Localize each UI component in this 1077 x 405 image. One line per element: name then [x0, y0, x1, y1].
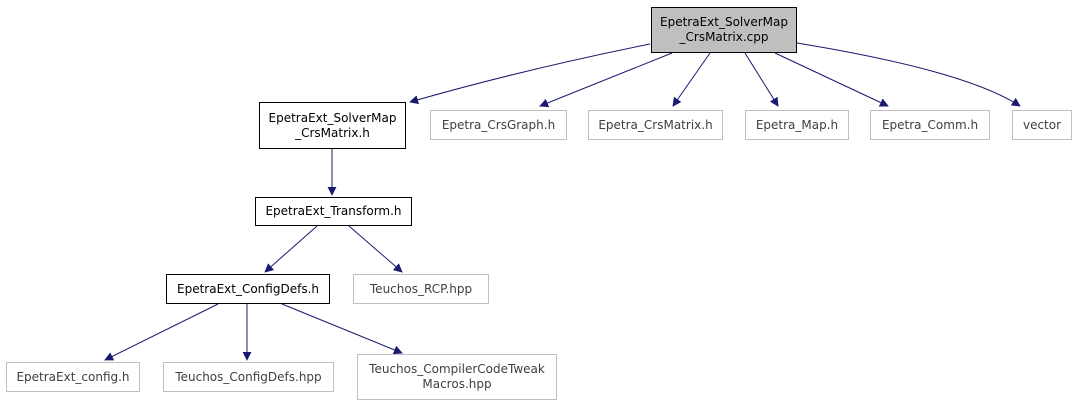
- node-solvermap-crsmatrix-cpp: EpetraExt_SolverMap _CrsMatrix.cpp: [651, 7, 797, 53]
- edge-transform-to-teuchos-rcp: [348, 225, 403, 273]
- node-teuchos-compilercodetweak-macros-hpp[interactable]: Teuchos_CompilerCodeTweak Macros.hpp: [357, 354, 557, 400]
- node-vector[interactable]: vector: [1012, 110, 1072, 140]
- node-label-line1: EpetraExt_SolverMap: [660, 15, 788, 29]
- edge-cpp-to-crsmatrix: [672, 52, 711, 107]
- node-label: EpetraExt_ConfigDefs.h: [177, 281, 319, 296]
- node-label-line2: _CrsMatrix.h: [295, 125, 370, 140]
- node-epetraext-transform-h[interactable]: EpetraExt_Transform.h: [255, 197, 412, 226]
- node-label-line2: _CrsMatrix.cpp: [679, 30, 769, 44]
- node-epetra-comm-h[interactable]: Epetra_Comm.h: [870, 110, 990, 140]
- node-label-line1: Teuchos_CompilerCodeTweak: [369, 362, 545, 376]
- node-label: EpetraExt_Transform.h: [265, 204, 402, 218]
- edge-cpp-to-vector: [796, 42, 1021, 107]
- node-epetraext-configdefs-h[interactable]: EpetraExt_ConfigDefs.h: [166, 274, 330, 304]
- node-teuchos-configdefs-hpp[interactable]: Teuchos_ConfigDefs.hpp: [163, 362, 334, 392]
- node-label: EpetraExt_config.h: [16, 369, 130, 384]
- edge-transform-to-configdefs: [264, 225, 318, 273]
- edge-cpp-to-comm: [774, 52, 889, 107]
- node-label-line2: Macros.hpp: [422, 377, 492, 391]
- edge-configdefs-to-epetraext-config: [104, 303, 219, 361]
- node-epetra-map-h[interactable]: Epetra_Map.h: [745, 110, 849, 140]
- node-label: Epetra_CrsGraph.h: [441, 117, 556, 132]
- edge-cpp-to-crsgraph: [539, 52, 673, 108]
- node-solvermap-crsmatrix-h[interactable]: EpetraExt_SolverMap _CrsMatrix.h: [259, 102, 406, 149]
- node-epetra-crsgraph-h[interactable]: Epetra_CrsGraph.h: [430, 110, 567, 140]
- node-label: Epetra_Comm.h: [881, 117, 979, 132]
- node-label-line1: EpetraExt_SolverMap: [268, 110, 397, 125]
- edge-cpp-to-solvermap-h: [409, 43, 651, 105]
- edge-cpp-to-map: [744, 52, 779, 107]
- node-label: Teuchos_RCP.hpp: [369, 281, 473, 296]
- node-label: vector: [1022, 117, 1062, 132]
- node-epetra-crsmatrix-h[interactable]: Epetra_CrsMatrix.h: [588, 110, 723, 140]
- node-label: Epetra_CrsMatrix.h: [598, 117, 713, 132]
- node-label: Teuchos_ConfigDefs.hpp: [175, 369, 322, 384]
- node-teuchos-rcp-hpp[interactable]: Teuchos_RCP.hpp: [353, 274, 489, 304]
- edge-configdefs-to-teuchos-compiler: [281, 303, 403, 355]
- node-epetraext-config-h[interactable]: EpetraExt_config.h: [6, 362, 140, 392]
- node-label: Epetra_Map.h: [755, 117, 839, 132]
